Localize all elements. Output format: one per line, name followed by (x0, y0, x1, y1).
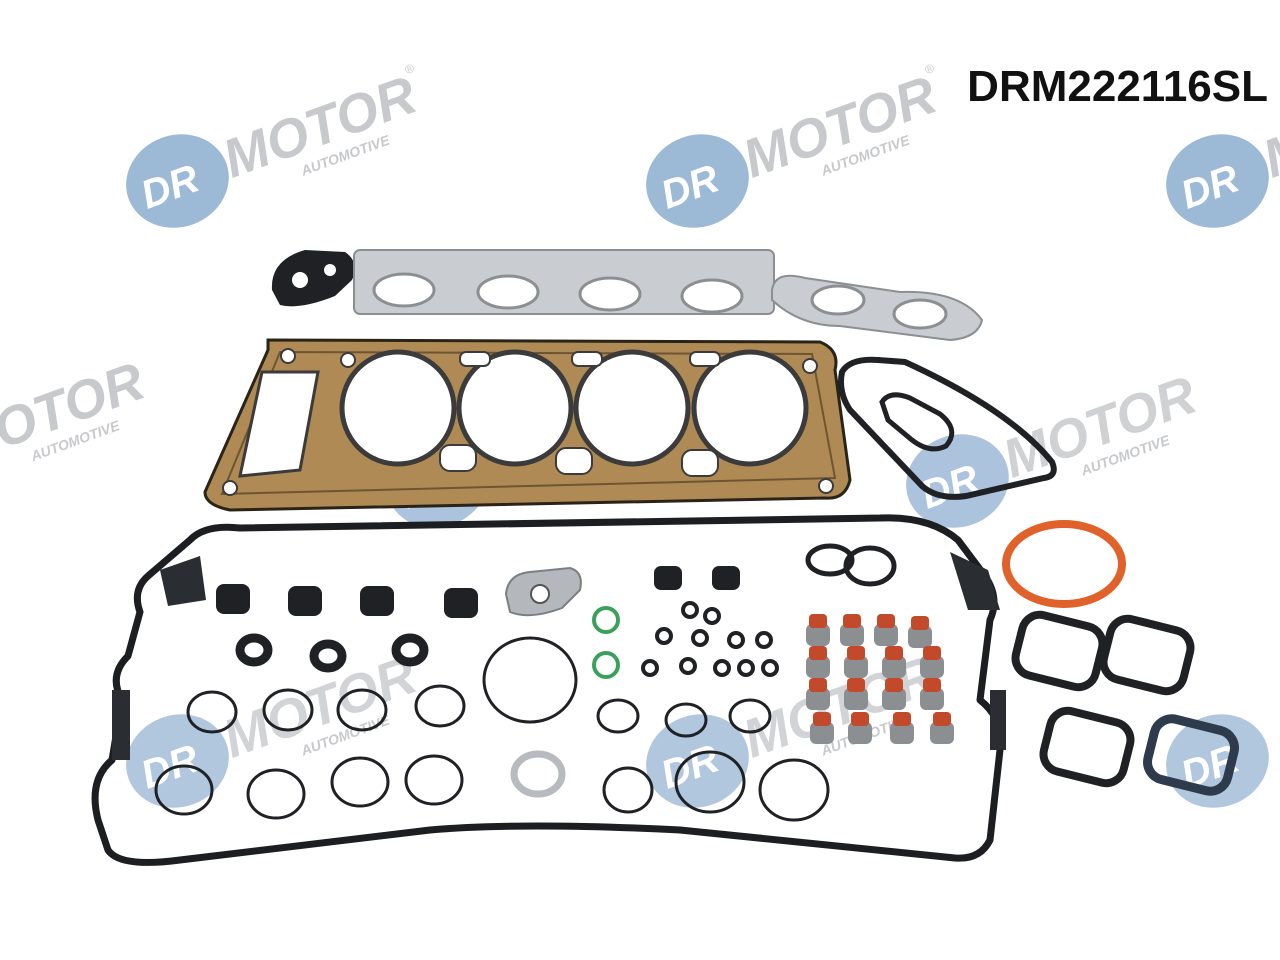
small-o-rings (641, 601, 779, 677)
thick-seal-rings (235, 633, 429, 673)
exhaust-manifold-gasket (353, 249, 775, 315)
watermark-logo: DR MOTOR AUTOMOTIVE ® (646, 61, 944, 228)
green-o-rings (592, 606, 620, 679)
product-code-label: DRM222116SL (967, 62, 1268, 111)
valve-stem-seals (806, 614, 954, 744)
small-metal-flange (504, 566, 582, 617)
intake-orange-seal (1002, 520, 1126, 608)
timing-cover-gasket (838, 356, 1057, 500)
thin-o-rings (154, 684, 830, 822)
large-o-ring (482, 636, 578, 724)
egr-flange-gasket (771, 274, 984, 342)
cylinder-head-gasket (203, 338, 852, 512)
watermark-logo: DR MOTOR AUTOMOTIVE (126, 645, 424, 808)
watermark-brand: MOTOR (0, 351, 152, 476)
small-flange-gasket (271, 250, 355, 307)
oval-seal (805, 543, 897, 587)
valve-cover-gasket (91, 514, 1006, 866)
watermark-logo: DR MOTOR AUTOMOTIVE ® (126, 61, 424, 228)
grommet-set (216, 566, 740, 618)
intake-port-seal (1011, 610, 1239, 796)
watermark-logo: MOTOR AUTOMOTIVE (0, 351, 152, 476)
crush-washer (510, 750, 566, 798)
